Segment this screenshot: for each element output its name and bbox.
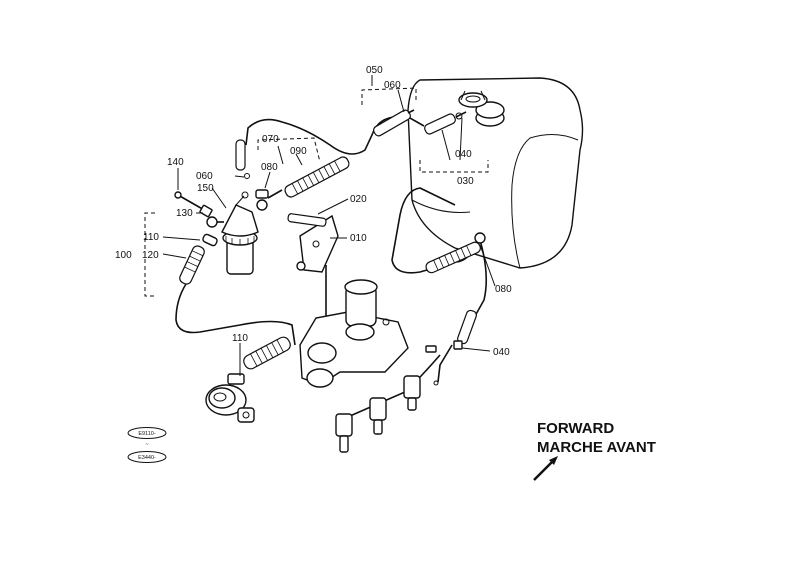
callout-010: 010	[350, 233, 367, 244]
injectors	[335, 344, 453, 453]
callout-110-lower: 110	[232, 333, 248, 344]
grouping-brackets	[144, 87, 489, 297]
injection-pump	[299, 279, 409, 388]
callout-060-top: 060	[384, 80, 401, 91]
callout-100: 100	[115, 250, 132, 261]
callout-140: 140	[167, 157, 184, 168]
callout-080-top: 080	[261, 162, 278, 173]
callout-110-upper: 110	[143, 232, 159, 243]
callout-090: 090	[290, 146, 307, 157]
fuel-filter	[206, 191, 259, 275]
fuel-tank	[407, 77, 584, 269]
bracket-010	[287, 213, 339, 273]
svg-text:~: ~	[145, 442, 148, 448]
corrugated-hose-right	[425, 232, 486, 274]
upper-hoses	[235, 109, 415, 171]
callout-040-bottom: 040	[493, 347, 510, 358]
callout-030: 030	[457, 176, 474, 187]
forward-indicator: FORWARD MARCHE AVANT	[533, 420, 656, 481]
filter-hose-120	[179, 233, 218, 285]
callout-040-tank: 040	[455, 149, 472, 160]
filter-fittings	[244, 173, 283, 211]
filter-bolt	[174, 191, 213, 218]
callout-labels: 050 060 070 090 080 060 140 150 130 110 …	[115, 65, 512, 358]
forward-arrowhead-icon	[549, 456, 558, 465]
marche-avant-label: MARCHE AVANT	[537, 439, 656, 456]
badge-top: E9110-	[138, 431, 155, 437]
callout-150: 150	[197, 183, 214, 194]
callout-050: 050	[366, 65, 383, 76]
forward-label: FORWARD	[537, 420, 614, 437]
hose-040-bottom	[425, 309, 477, 353]
tank-outlet-hose	[424, 111, 467, 135]
callout-120: 120	[142, 250, 159, 261]
callout-080-right: 080	[495, 284, 512, 295]
callout-020: 020	[350, 194, 367, 205]
badge-bottom: E3440-	[138, 455, 156, 461]
forward-arrow-icon	[533, 460, 554, 481]
callout-060-filter: 060	[196, 171, 213, 182]
fuel-lift-pump	[205, 336, 291, 423]
callout-130: 130	[176, 208, 193, 219]
model-badges: E9110- ~ E3440-	[127, 427, 167, 463]
corrugated-hose-090	[284, 156, 350, 198]
callout-070: 070	[262, 134, 279, 145]
leader-lines	[162, 75, 496, 376]
